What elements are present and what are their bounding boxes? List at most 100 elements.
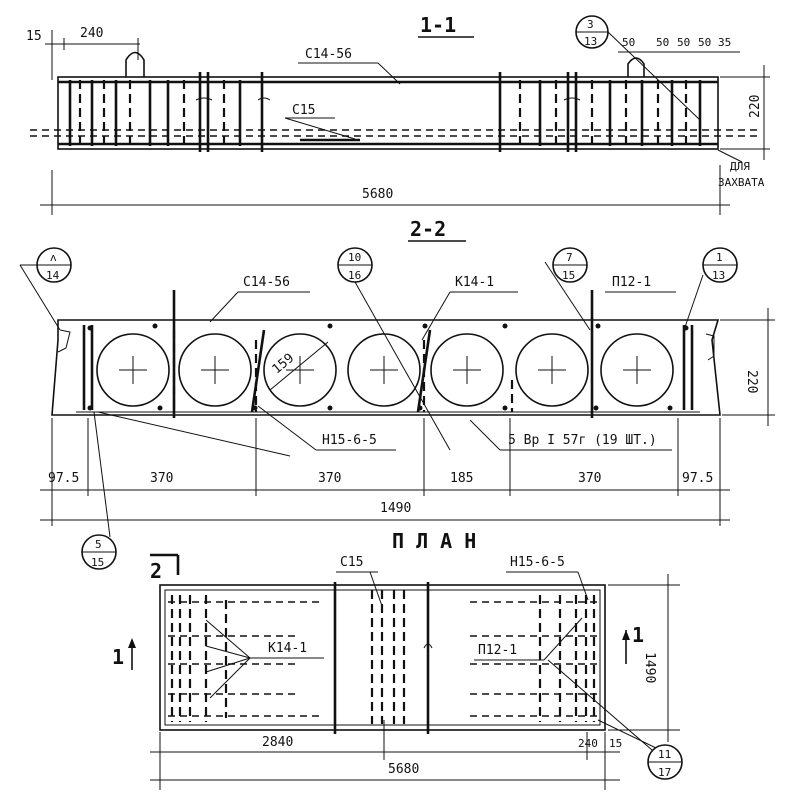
- svg-text:16: 16: [348, 269, 361, 282]
- plan-label-n15: Н15-6-5: [510, 555, 565, 570]
- k14-frame-b: [416, 329, 432, 413]
- dim-97-5-right: 97.5: [682, 471, 713, 486]
- plan-view: П Л А Н 2: [112, 529, 683, 790]
- plan-left-mesh: [168, 595, 320, 722]
- svg-text:13: 13: [712, 269, 725, 282]
- dim-1490: 1490: [380, 501, 411, 516]
- lift-note-line2: ЗАХВАТА: [718, 176, 765, 189]
- plan-dim-1490: 1490: [642, 652, 657, 683]
- plan-section-mark-1-right: 1: [632, 623, 644, 647]
- callout-5-15: 5 15: [81, 411, 117, 570]
- dim-97-5-left: 97.5: [48, 471, 79, 486]
- svg-text:15: 15: [91, 556, 104, 569]
- break-mark-1: [195, 97, 213, 101]
- label-diameter-159: 159: [270, 351, 298, 378]
- label-n15-6-5: Н15-6-5: [322, 433, 377, 448]
- plan-dim-2840: 2840: [262, 735, 293, 750]
- dim-220-1-1: 220: [748, 95, 763, 118]
- label-c14-56-top: С14-56: [305, 47, 352, 62]
- plan-leader-c15: [369, 571, 383, 607]
- plan-leader-k14-a: [205, 619, 251, 659]
- dim-240-left: 240: [80, 26, 103, 41]
- plan-dim-5680: 5680: [388, 762, 419, 777]
- label-bars: 5 Вр I 57г (19 ШТ.): [508, 433, 657, 448]
- svg-text:7: 7: [566, 251, 573, 264]
- callout-7-15: 7 15: [544, 247, 591, 331]
- plan-c15-mesh: [370, 590, 406, 724]
- dim-185: 185: [450, 471, 473, 486]
- svg-text:ᴧ: ᴧ: [50, 251, 57, 264]
- plan-leader-p12: [543, 617, 583, 661]
- diameter-leader: [269, 341, 329, 391]
- plan-section-arrowhead-right: [622, 630, 630, 640]
- dim-50-d: 50: [698, 36, 711, 49]
- edge-groove-left: [57, 329, 71, 353]
- rebar-dots: [87, 323, 689, 411]
- label-c14-56: С14-56: [243, 275, 290, 290]
- svg-text:14: 14: [46, 269, 60, 282]
- lifting-loop-left: [125, 51, 145, 77]
- plan-dim-15: 15: [609, 737, 622, 750]
- slab-outline-2-2: [51, 319, 721, 416]
- callout-3-13: 3 13: [575, 15, 701, 121]
- leader-n15: [257, 405, 317, 451]
- section-1-1: 1-1 15 240: [26, 13, 770, 215]
- svg-text:5: 5: [95, 538, 102, 551]
- plan-section-arrowhead-left: [128, 638, 136, 648]
- void-circles: [96, 333, 674, 407]
- plan-label-c15: С15: [340, 555, 363, 570]
- svg-text:17: 17: [658, 766, 671, 779]
- dim-370-a: 370: [150, 471, 173, 486]
- callout-10-16: 10 16: [337, 247, 451, 451]
- svg-text:3: 3: [587, 18, 594, 31]
- svg-text:10: 10: [348, 251, 361, 264]
- section-1-1-title: 1-1: [420, 13, 456, 37]
- lift-note-leader: [717, 149, 743, 163]
- plan-right-mesh: [470, 595, 598, 722]
- plan-section-mark-1-left: 1: [112, 645, 124, 669]
- edge-groove-right: [705, 333, 715, 361]
- break-mark-2: [257, 97, 271, 101]
- leader-bars: [469, 419, 501, 451]
- plan-dim-240: 240: [578, 737, 598, 750]
- leader-c15: [284, 117, 356, 140]
- plan-leader-k14-d: [209, 657, 251, 699]
- plan-leader-k14-c: [205, 657, 251, 673]
- leader-c14-56: [209, 291, 239, 323]
- svg-text:1: 1: [716, 251, 723, 264]
- lift-note-line1: ДЛЯ: [730, 160, 750, 173]
- stirrups-left-group: [68, 72, 264, 152]
- plan-outline: [159, 584, 606, 731]
- plan-leader-k14-b: [205, 645, 251, 659]
- dim-220-2-2: 220: [744, 370, 759, 393]
- plan-break-mark: [423, 643, 433, 649]
- section-2-2-title: 2-2: [410, 217, 446, 241]
- leader-bottom-left: [97, 411, 291, 457]
- dim-15-left: 15: [26, 29, 42, 44]
- beam-body-1-1: [57, 76, 719, 150]
- break-mark-3: [563, 97, 581, 101]
- k14-frame-a: [250, 329, 266, 413]
- label-c15: С15: [292, 103, 315, 118]
- section-mark-2: 2: [150, 559, 162, 583]
- callout-n-14: ᴧ 14: [19, 247, 72, 331]
- callout-1-13: 1 13: [683, 247, 738, 331]
- dim-370-c: 370: [578, 471, 601, 486]
- lifting-loop-right: [627, 57, 645, 77]
- plan-title: П Л А Н: [392, 529, 476, 553]
- plan-leader-n15: [577, 571, 589, 601]
- callout-11-17: 11 17: [547, 659, 683, 780]
- dim-35: 35: [718, 36, 731, 49]
- label-p12-1: П12-1: [612, 275, 651, 290]
- dim-5680-1-1: 5680: [362, 187, 393, 202]
- svg-text:13: 13: [584, 35, 597, 48]
- stirrups-right-group: [498, 72, 702, 152]
- label-k14-1: К14-1: [455, 275, 494, 290]
- section-2-2: 2-2: [19, 217, 775, 570]
- leader-c14: [377, 62, 401, 85]
- svg-text:11: 11: [658, 748, 671, 761]
- leader-k14-1: [421, 291, 451, 341]
- dim-50-b: 50: [656, 36, 669, 49]
- plan-label-k14: К14-1: [268, 641, 307, 656]
